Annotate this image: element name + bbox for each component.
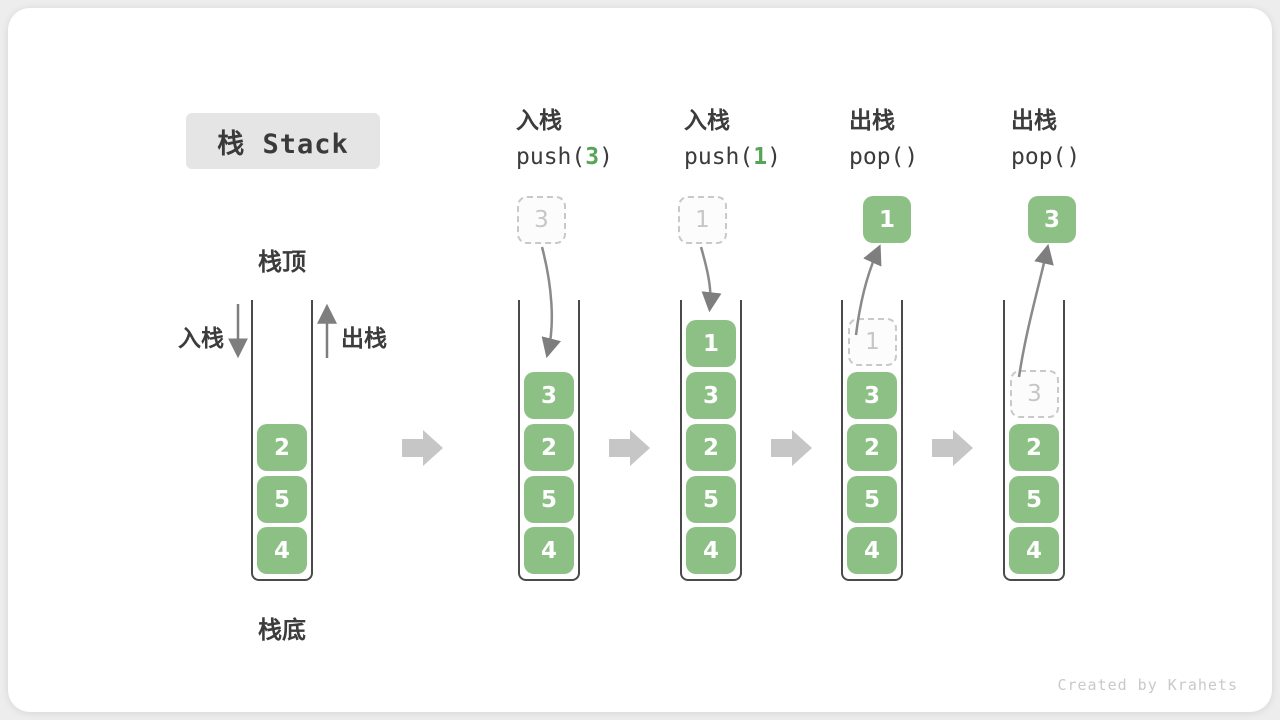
step-header-pop1: 出栈 pop()	[849, 103, 918, 176]
op-code-pop1: pop()	[849, 144, 919, 170]
stack3-item: 4	[686, 527, 736, 574]
op-label-push1: 入栈	[684, 108, 730, 134]
stack2-item: 5	[524, 476, 574, 523]
watermark: Created by Krahets	[1057, 676, 1238, 694]
popped-slot-ghost: 3	[1010, 370, 1059, 418]
stack-container-4	[841, 300, 903, 581]
stack1-item: 4	[257, 527, 307, 574]
stack5-item: 5	[1009, 476, 1059, 523]
stack-container-1	[251, 300, 313, 581]
stack-container-5	[1003, 300, 1065, 581]
op-code-push3: push(3)	[516, 139, 613, 176]
popped-slot-ghost: 1	[848, 318, 897, 366]
incoming-value-ghost: 1	[678, 196, 727, 244]
stack4-item: 5	[847, 476, 897, 523]
stack-container-2	[518, 300, 580, 581]
code-arg: 3	[585, 144, 600, 170]
stack3-item: 3	[686, 372, 736, 419]
popped-value-box: 3	[1028, 196, 1076, 243]
stack3-item: 5	[686, 476, 736, 523]
incoming-value-ghost: 3	[517, 196, 566, 244]
stack5-item: 2	[1009, 424, 1059, 471]
step-header-push1: 入栈 push(1)	[684, 103, 781, 176]
stack4-item: 3	[847, 372, 897, 419]
push-direction-label: 入栈	[178, 326, 224, 352]
stack3-item: 2	[686, 424, 736, 471]
stack2-item: 4	[524, 527, 574, 574]
stack1-item: 2	[257, 424, 307, 471]
popped-value-box: 1	[863, 196, 911, 243]
code-post: )	[767, 144, 781, 170]
stack3-item: 1	[686, 320, 736, 367]
stack4-item: 4	[847, 527, 897, 574]
pop-direction-label: 出栈	[341, 326, 387, 352]
stack2-item: 3	[524, 372, 574, 419]
stack-top-label: 栈顶	[258, 248, 306, 276]
code-pre: push(	[516, 144, 586, 170]
code-post: )	[599, 144, 613, 170]
op-label-push3: 入栈	[516, 108, 562, 134]
stack1-item: 5	[257, 476, 307, 523]
stack5-item: 4	[1009, 527, 1059, 574]
step-header-pop2: 出栈 pop()	[1011, 103, 1080, 176]
op-code-pop2: pop()	[1011, 144, 1081, 170]
code-arg: 1	[753, 144, 768, 170]
code-pre: push(	[684, 144, 754, 170]
stack2-item: 2	[524, 424, 574, 471]
stack4-item: 2	[847, 424, 897, 471]
op-code-push1: push(1)	[684, 139, 781, 176]
step-header-push3: 入栈 push(3)	[516, 103, 613, 176]
diagram-title: 栈 Stack	[186, 113, 380, 169]
stack-container-3	[680, 300, 742, 581]
op-label-pop2: 出栈	[1011, 108, 1057, 134]
stack-bottom-label: 栈底	[258, 616, 306, 644]
op-label-pop1: 出栈	[849, 108, 895, 134]
